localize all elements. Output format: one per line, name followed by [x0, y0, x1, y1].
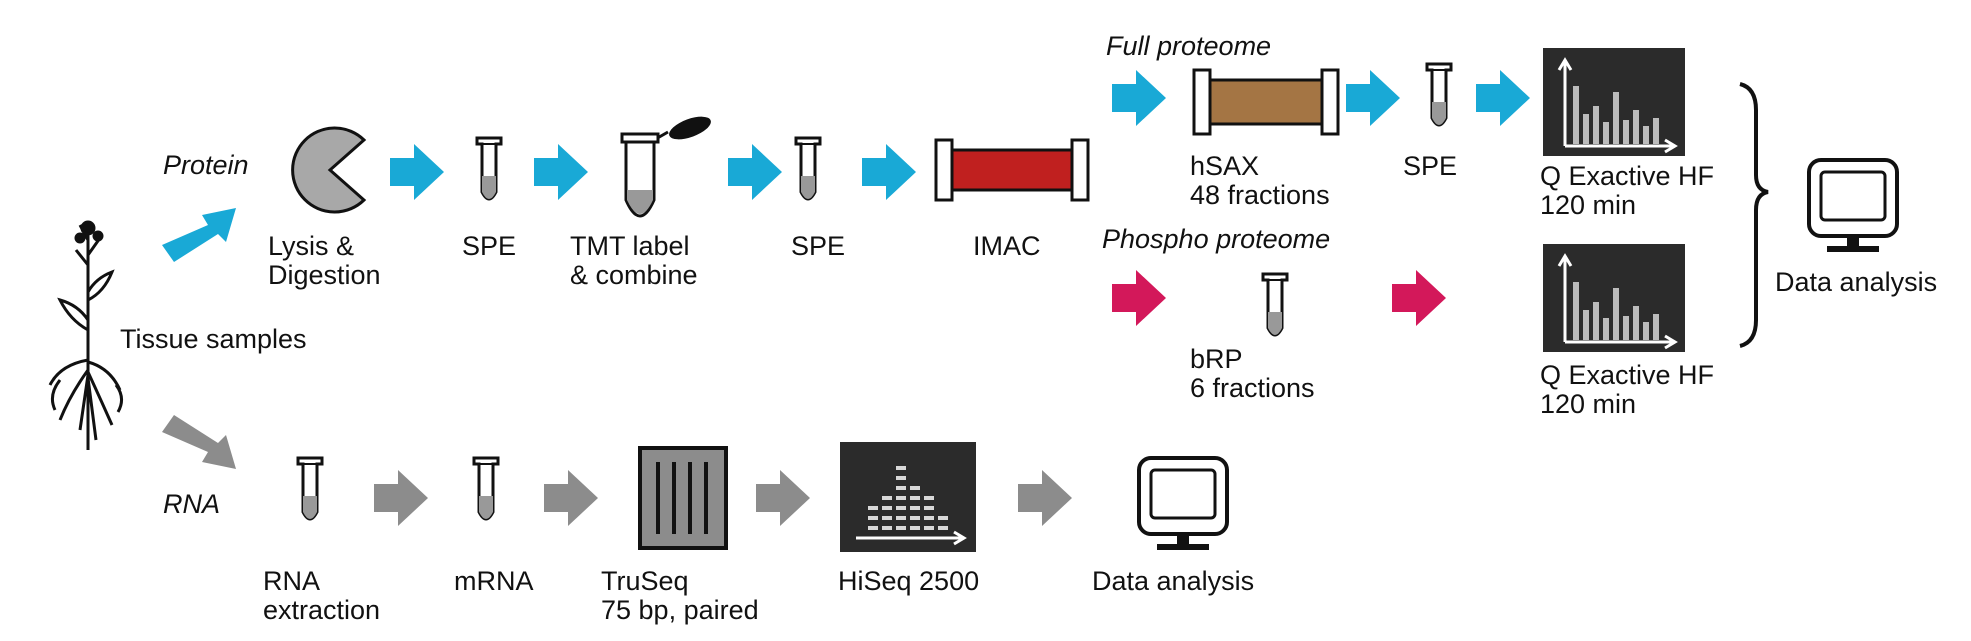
rna-extraction-tube-icon: [296, 456, 324, 521]
hiseq-sequencer-icon: [840, 442, 976, 552]
tmt-label-line1: TMT label: [570, 231, 690, 261]
arrow-phospho-1: [1112, 270, 1166, 326]
imac-label: IMAC: [973, 231, 1041, 261]
qe-phospho-label-line1: Q Exactive HF: [1540, 360, 1715, 390]
spe-tube-2-icon: [794, 136, 822, 201]
full-proteome-label: Full proteome: [1106, 31, 1272, 61]
spe3-label: SPE: [1403, 151, 1458, 181]
protein-arrows: [390, 70, 1530, 200]
bracket: [1739, 82, 1769, 348]
arrow-1: [390, 144, 444, 200]
lysis-pacman-icon: [291, 126, 367, 214]
lysis-label-line1: Lysis &: [268, 231, 355, 261]
qe-full-label-line1: Q Exactive HF: [1540, 161, 1715, 191]
spe1-label: SPE: [462, 231, 517, 261]
arrow-7: [1476, 70, 1530, 126]
arrow-3: [728, 144, 782, 200]
data-analysis-rna-label: Data analysis: [1092, 566, 1255, 596]
protein-label: Protein: [163, 150, 249, 180]
arrow-4: [862, 144, 916, 200]
imac-column-icon: [934, 138, 1090, 202]
spe-tube-1-icon: [475, 136, 503, 201]
arrow-phospho-2: [1392, 270, 1446, 326]
brp-label-line2: 6 fractions: [1190, 373, 1315, 403]
rna-data-analysis-monitor-icon: [1137, 456, 1229, 552]
phospho-arrows: [1112, 270, 1446, 326]
protein-branch-arrow: [162, 208, 236, 262]
hsax-label-line2: 48 fractions: [1190, 180, 1330, 210]
rna-arrows: [374, 470, 1072, 526]
tissue-label: Tissue samples: [120, 324, 307, 354]
qe-full-label-line2: 120 min: [1540, 190, 1637, 220]
protein-data-analysis-monitor-icon: [1807, 158, 1899, 254]
mrna-tube-icon: [472, 456, 500, 521]
arrow-rna-3: [756, 470, 810, 526]
plant-icon: [48, 220, 123, 450]
arrow-5: [1112, 70, 1166, 126]
tmt-label-line2: & combine: [570, 260, 698, 290]
truseq-label-line1: TruSeq: [601, 566, 689, 596]
hsax-column-icon: [1192, 68, 1340, 136]
brp-tube-icon: [1261, 272, 1289, 337]
brp-label-line1: bRP: [1190, 344, 1243, 374]
truseq-chip-icon: [638, 446, 728, 550]
rna-branch-arrow: [162, 415, 236, 469]
spe-tube-3-icon: [1425, 62, 1453, 127]
qe-phospho-label-line2: 120 min: [1540, 389, 1637, 419]
mrna-label: mRNA: [454, 566, 534, 596]
arrow-rna-1: [374, 470, 428, 526]
arrow-2: [534, 144, 588, 200]
q-exactive-full-icon: [1541, 46, 1687, 158]
lysis-label-line2: Digestion: [268, 260, 381, 290]
tmt-tube-icon: [620, 116, 711, 218]
phospho-proteome-label: Phospho proteome: [1102, 224, 1331, 254]
hiseq-label: HiSeq 2500: [838, 566, 980, 596]
data-analysis-protein-label: Data analysis: [1775, 267, 1938, 297]
hsax-label-line1: hSAX: [1190, 151, 1260, 181]
arrow-rna-2: [544, 470, 598, 526]
rna-label: RNA: [163, 489, 221, 519]
arrow-rna-4: [1018, 470, 1072, 526]
rna-extraction-label-line1: RNA: [263, 566, 321, 596]
truseq-label-line2: 75 bp, paired: [601, 595, 759, 625]
q-exactive-phospho-icon: [1541, 242, 1687, 354]
arrow-6: [1346, 70, 1400, 126]
spe2-label: SPE: [791, 231, 846, 261]
rna-extraction-label-line2: extraction: [263, 595, 381, 625]
